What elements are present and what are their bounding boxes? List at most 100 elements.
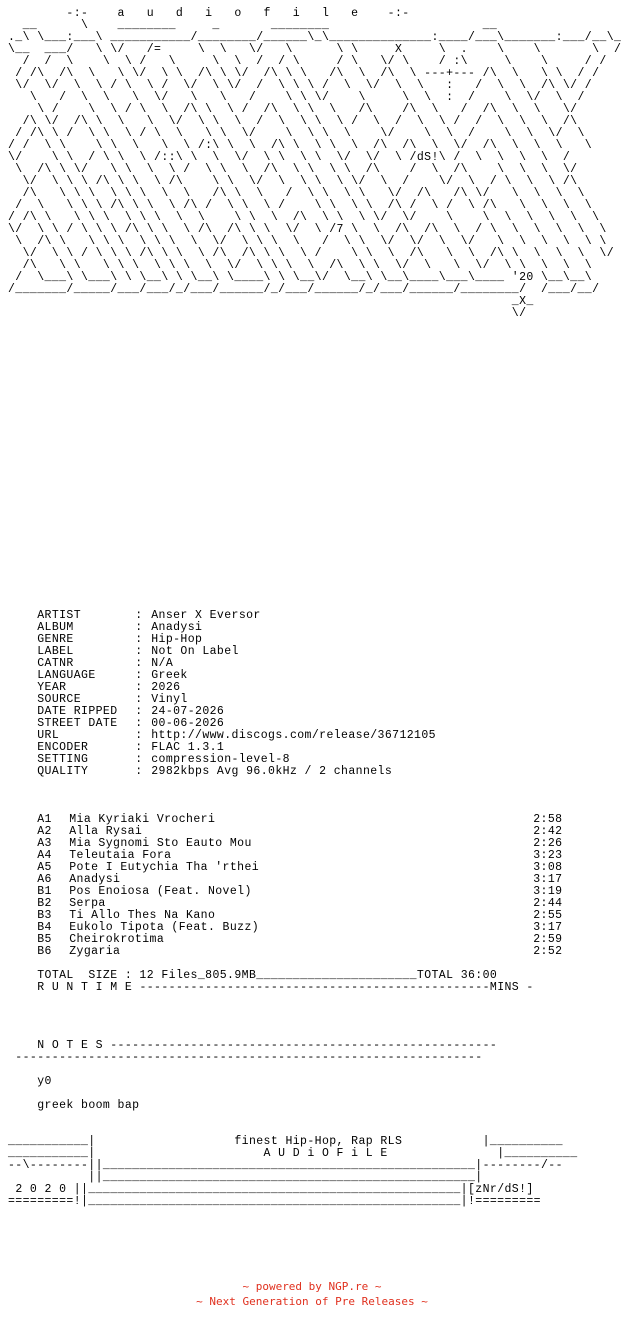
track-title: Mia Sygnomi Sto Eauto Mou xyxy=(69,837,252,850)
track-title: Pos Enoiosa (Feat. Novel) xyxy=(69,885,252,898)
track-duration: 2:52 xyxy=(533,945,563,958)
info-row-url: URL: http://www.discogs.com/release/3671… xyxy=(37,729,436,742)
info-row-genre: GENRE: Hip-Hop xyxy=(37,633,203,646)
footer-signature-tag: [zNr/dS!] xyxy=(467,1183,534,1196)
track-number: B3 xyxy=(37,909,52,922)
track-duration: 2:55 xyxy=(533,909,563,922)
track-duration: 3:19 xyxy=(533,885,563,898)
info-value: 2982kbps Avg 96.0kHz / 2 channels xyxy=(151,765,393,778)
track-duration: 2:26 xyxy=(533,837,563,850)
track-row: A3 Mia Sygnomi Sto Eauto Mou 2:26 xyxy=(8,838,573,850)
track-number: A3 xyxy=(37,837,52,850)
ngp-tagline-credit[interactable]: ~ Next Generation of Pre Releases ~ xyxy=(196,1295,428,1308)
track-title: Eukolo Tipota (Feat. Buzz) xyxy=(69,921,260,934)
track-number: A5 xyxy=(37,861,52,874)
info-key: LABEL xyxy=(37,645,74,658)
track-row: B2 Serpa 2:44 xyxy=(8,898,573,910)
info-key: GENRE xyxy=(37,633,74,646)
track-row: B3 Ti Allo Thes Na Kano 2:55 xyxy=(8,910,573,922)
track-duration: 2:42 xyxy=(533,825,563,838)
track-number: B2 xyxy=(37,897,52,910)
info-key: ENCODER xyxy=(37,741,89,754)
track-row: A2 Alla Rysai 2:42 xyxy=(8,826,573,838)
track-row: A5 Pote I Eutychia Tha 'rthei 3:08 xyxy=(8,862,573,874)
footer-tagline: finest Hip-Hop, Rap RLS xyxy=(234,1135,403,1148)
track-duration: 2:58 xyxy=(533,813,563,826)
mins-label: MINS xyxy=(489,981,520,994)
track-number: B4 xyxy=(37,921,52,934)
runtime-label: R U N T I M E xyxy=(37,981,133,994)
footer-year-row: 2 0 2 0 ||______________________________… xyxy=(15,1183,534,1196)
notes-heading: N O T E S xyxy=(37,1039,103,1052)
track-title: Serpa xyxy=(69,897,106,910)
total-size-text: TOTAL SIZE : 12 Files_805.9MB xyxy=(37,969,257,982)
notes-block: N O T E S ------------------------------… xyxy=(8,1039,498,1112)
footer-block: ___________| finest Hip-Hop, Rap RLS |__… xyxy=(8,1135,578,1208)
info-value: Vinyl xyxy=(151,693,188,706)
info-key: SETTING xyxy=(37,753,89,766)
track-number: B6 xyxy=(37,945,52,958)
info-url-link[interactable]: http://www.discogs.com/release/36712105 xyxy=(151,729,436,742)
info-row-language: LANGUAGE: Greek xyxy=(37,669,188,682)
track-title: Teleutaia Fora xyxy=(69,849,172,862)
track-number: B5 xyxy=(37,933,52,946)
track-title: Ti Allo Thes Na Kano xyxy=(69,909,216,922)
track-duration: 2:59 xyxy=(533,933,563,946)
track-title: Zygaria xyxy=(69,945,121,958)
info-value: Not On Label xyxy=(151,645,239,658)
track-row: A4 Teleutaia Fora 3:23 xyxy=(8,850,573,862)
info-row-artist: ARTIST: Anser X Eversor xyxy=(37,609,261,622)
info-key: DATE RIPPED xyxy=(37,705,118,718)
info-value: 24-07-2026 xyxy=(151,705,225,718)
track-row: B4 Eukolo Tipota (Feat. Buzz) 3:17 xyxy=(8,922,573,934)
info-row-label: LABEL: Not On Label xyxy=(37,645,239,658)
notes-text: greek boom bap xyxy=(37,1099,140,1112)
track-duration: 3:17 xyxy=(533,873,563,886)
info-row-setting: SETTING: compression-level-8 xyxy=(37,753,290,766)
info-value: Anadysi xyxy=(151,621,203,634)
track-title: Pote I Eutychia Tha 'rthei xyxy=(69,861,260,874)
footer-group-name: A U D i O F i L E xyxy=(263,1147,388,1160)
notes-heading-row: N O T E S ------------------------------… xyxy=(37,1039,498,1052)
info-key: LANGUAGE xyxy=(37,669,96,682)
track-duration: 2:44 xyxy=(533,897,563,910)
info-row-encoder: ENCODER: FLAC 1.3.1 xyxy=(37,741,225,754)
powered-by-credit[interactable]: ~ powered by NGP.re ~ xyxy=(242,1280,382,1293)
tracklist-block: A1 Mia Kyriaki Vrocheri 2:58 A2 Alla Rysai 2… xyxy=(8,814,573,994)
info-row-quality: QUALITY: 2982kbps Avg 96.0kHz / 2 channe… xyxy=(37,765,393,778)
info-value: Greek xyxy=(151,669,188,682)
info-value: N/A xyxy=(151,657,174,670)
info-value: Anser X Eversor xyxy=(151,609,261,622)
notes-text: y0 xyxy=(37,1075,52,1088)
info-row-year: YEAR: 2026 xyxy=(37,681,181,694)
info-key: ALBUM xyxy=(37,621,74,634)
release-info-block: ARTIST: Anser X Eversor ALBUM: Anadysi G… xyxy=(8,610,436,778)
track-duration: 3:08 xyxy=(533,861,563,874)
track-duration: 3:17 xyxy=(533,921,563,934)
track-number: A1 xyxy=(37,813,52,826)
info-key: YEAR xyxy=(37,681,67,694)
info-value: 00-06-2026 xyxy=(151,717,225,730)
info-key: URL xyxy=(37,729,60,742)
info-key: STREET DATE xyxy=(37,717,118,730)
info-key: ARTIST xyxy=(37,609,82,622)
track-title: Alla Rysai xyxy=(69,825,143,838)
info-value: 2026 xyxy=(151,681,181,694)
track-title: Mia Kyriaki Vrocheri xyxy=(69,813,216,826)
track-number: A4 xyxy=(37,849,52,862)
info-row-date-ripped: DATE RIPPED: 24-07-2026 xyxy=(37,705,225,718)
info-row-album: ALBUM: Anadysi xyxy=(37,621,203,634)
info-value: Hip-Hop xyxy=(151,633,203,646)
notes-line: y0 xyxy=(8,1076,497,1088)
track-title: Cheirokrotima xyxy=(69,933,165,946)
footer-year: 2 0 2 0 xyxy=(15,1183,67,1196)
track-row: B5 Cheirokrotima 2:59 xyxy=(8,934,573,946)
track-number: A2 xyxy=(37,825,52,838)
track-duration: 3:23 xyxy=(533,849,563,862)
info-value: FLAC 1.3.1 xyxy=(151,741,225,754)
track-number: A6 xyxy=(37,873,52,886)
runtime-row: R U N T I M E --------------------------… xyxy=(37,981,534,994)
track-row: B6 Zygaria 2:52 xyxy=(8,946,573,958)
